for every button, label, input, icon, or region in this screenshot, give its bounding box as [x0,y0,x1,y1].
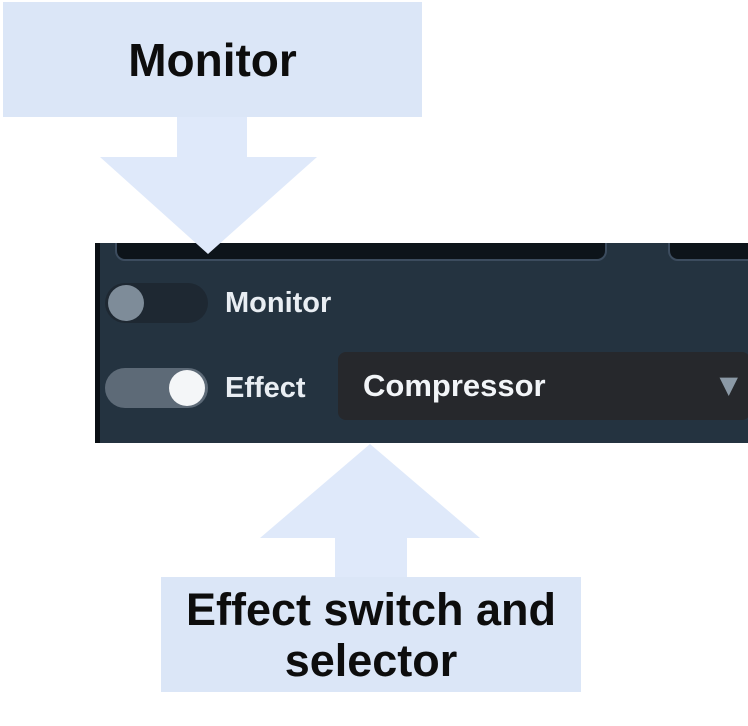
truncated-field [668,243,748,261]
effect-toggle-knob [169,370,205,406]
effect-label: Effect [225,372,306,404]
effect-toggle[interactable] [105,368,208,408]
callout-effect-selector: Effect switch and selector [161,577,581,692]
monitor-toggle[interactable] [105,283,208,323]
truncated-field [115,243,607,261]
caret-down-icon: ▼ [719,371,738,400]
effect-selector-value: Compressor [363,368,546,403]
callout-effect-selector-label: Effect switch and selector [185,583,557,686]
callout-monitor-label: Monitor [128,33,297,86]
screenshot-left-edge [95,243,100,443]
effect-selector-dropdown[interactable]: Compressor ▼ [338,352,748,420]
callout-monitor: Monitor [3,2,422,117]
arrow-down-icon [100,117,317,254]
monitor-label: Monitor [225,287,332,319]
monitor-toggle-knob [108,285,144,321]
app-screenshot: Monitor Effect Compressor ▼ [95,243,748,443]
arrow-up-icon [260,444,480,577]
